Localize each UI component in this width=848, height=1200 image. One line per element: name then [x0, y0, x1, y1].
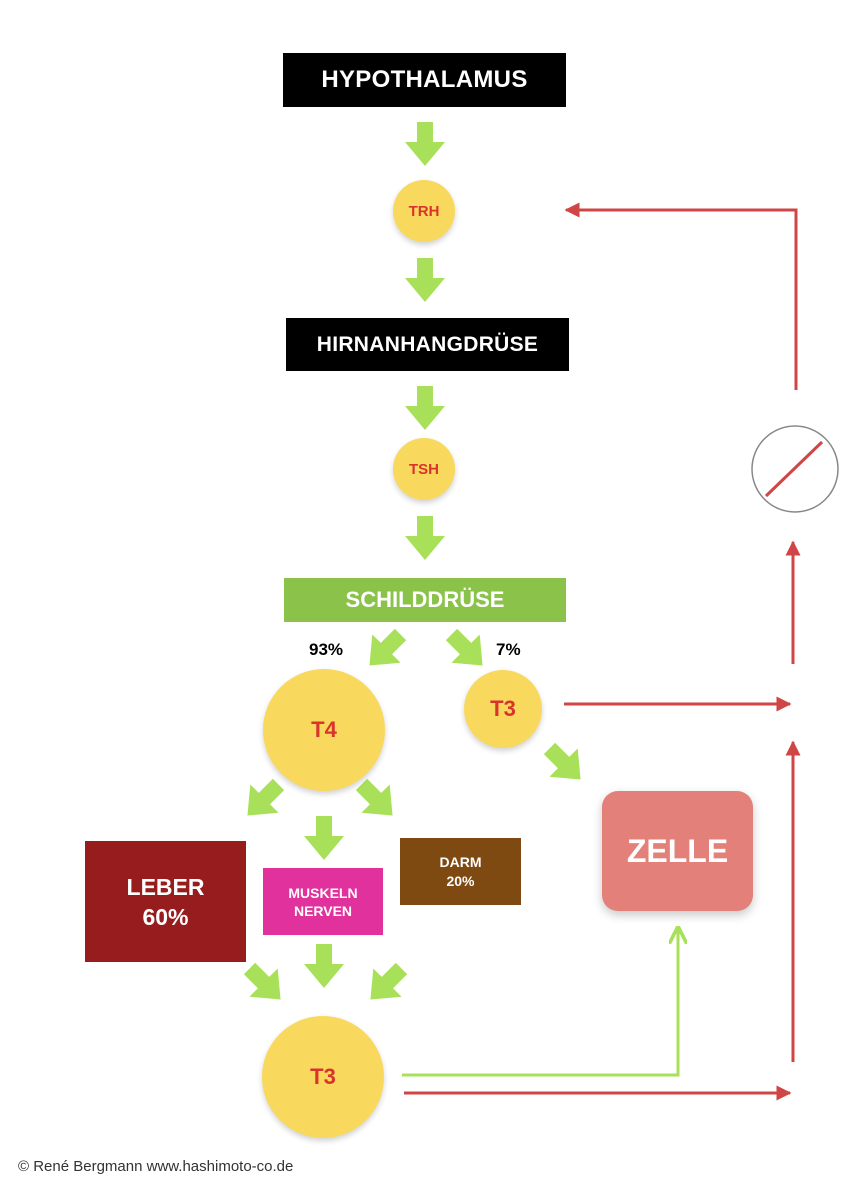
- leber-percent: 60%: [142, 903, 189, 930]
- arrow-muskeln-t3: [304, 944, 344, 988]
- trh-label: TRH: [408, 202, 440, 220]
- arrow-leber-t3: [235, 954, 295, 1014]
- line-t3-to-zelle: [402, 928, 678, 1077]
- darm-label: DARM: [439, 853, 482, 870]
- t3-bottom-circle: T3: [262, 1016, 384, 1138]
- t4-share-label: 93%: [309, 640, 344, 659]
- arrow-darm-t3: [356, 954, 416, 1014]
- hypothalamus-label: HYPOTHALAMUS: [321, 66, 528, 93]
- hypothalamus-box: HYPOTHALAMUS: [283, 53, 566, 107]
- copyright-footer: © René Bergmann www.hashimoto-co.de: [18, 1158, 294, 1175]
- hirnanhangdruese-label: HIRNANHANGDRÜSE: [316, 332, 539, 356]
- schilddruese-box: SCHILDDRÜSE: [284, 578, 566, 622]
- hirnanhangdruese-box: HIRNANHANGDRÜSE: [286, 318, 569, 371]
- muskeln-label: MUSKELN: [288, 884, 358, 901]
- arrow-t4-leber: [233, 770, 293, 830]
- darm-percent: 20%: [446, 872, 475, 889]
- leber-box: LEBER 60%: [85, 841, 246, 962]
- t3-top-label: T3: [490, 696, 516, 721]
- feedback-line-to-trh: [564, 202, 798, 390]
- arrow-t4-muskeln: [304, 816, 344, 860]
- t3-share-label: 7%: [496, 640, 521, 659]
- arrow-t3-zelle: [535, 734, 595, 794]
- tsh-circle: TSH: [393, 438, 455, 500]
- t3-top-circle: T3: [464, 670, 542, 748]
- zelle-label: ZELLE: [626, 832, 729, 869]
- arrow-schilddruese-t3: [437, 620, 497, 680]
- arrow-schilddruese-t4: [355, 620, 415, 680]
- t3-bottom-label: T3: [310, 1064, 336, 1089]
- leber-label: LEBER: [126, 873, 205, 900]
- arrow-trh-hirnanhang: [405, 258, 445, 302]
- nerven-label: NERVEN: [293, 902, 353, 919]
- arrow-hirnanhang-tsh: [405, 386, 445, 430]
- arrow-tsh-schilddruese: [405, 516, 445, 560]
- arrow-hypothalamus-trh: [405, 122, 445, 166]
- t4-circle: T4: [263, 669, 385, 791]
- t4-label: T4: [311, 717, 337, 742]
- darm-box: DARM 20%: [400, 838, 521, 905]
- tsh-label: TSH: [409, 460, 439, 478]
- trh-circle: TRH: [393, 180, 455, 242]
- prohibition-circle-icon: [751, 425, 839, 513]
- zelle-box: ZELLE: [602, 791, 753, 911]
- schilddruese-label: SCHILDDRÜSE: [345, 587, 505, 612]
- muskeln-nerven-box: MUSKELN NERVEN: [263, 868, 383, 935]
